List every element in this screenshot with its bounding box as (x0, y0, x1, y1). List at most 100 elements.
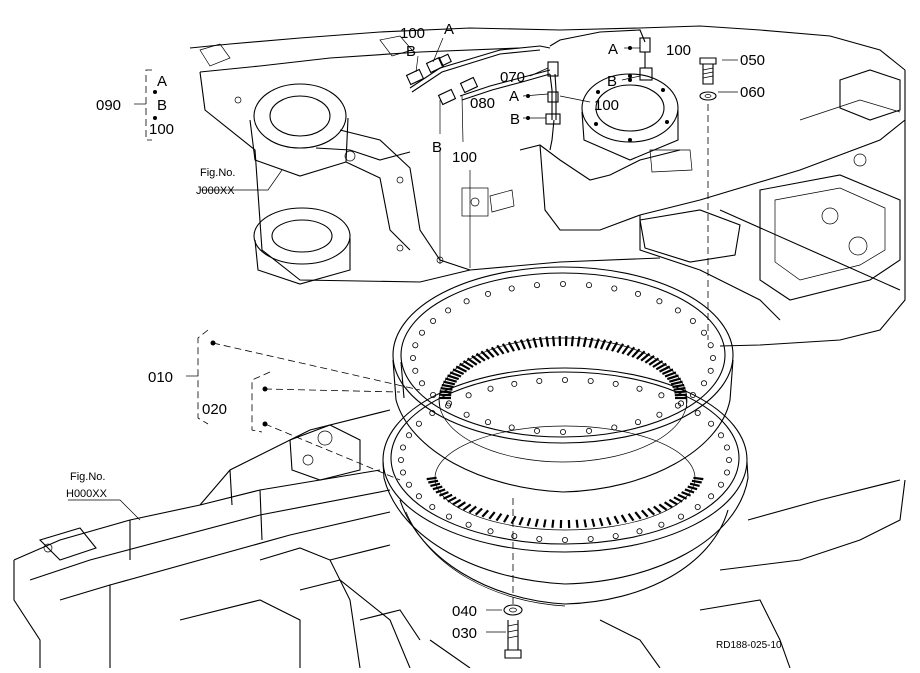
label-a-mid: A (509, 88, 519, 105)
label-100-090-group: 100 (149, 121, 174, 138)
washer-040 (504, 605, 522, 615)
bolt-hole (701, 381, 706, 386)
label-a-090-group: A (157, 73, 167, 90)
bolt-hole (509, 286, 514, 291)
bolt-hole (406, 433, 411, 438)
gear-tooth (520, 517, 523, 525)
bolt-hole (613, 381, 618, 386)
bolt-hole (464, 299, 469, 304)
label-b-right: B (607, 73, 617, 90)
label-030: 030 (452, 625, 477, 642)
gear-tooth (497, 514, 502, 521)
bolt-hole (659, 522, 664, 527)
bolt-hole (509, 425, 514, 430)
label-a-top-right: A (608, 41, 618, 58)
label-100-top-left: 100 (400, 25, 425, 42)
gear-tooth (607, 517, 610, 525)
bolt-hole (724, 445, 729, 450)
bolt-hole (613, 534, 618, 539)
gear-tooth (427, 478, 437, 479)
label-040: 040 (452, 603, 477, 620)
bolt-hole (398, 457, 403, 462)
gear-tooth (627, 347, 634, 355)
gear-tooth (528, 518, 531, 526)
gear-tooth (600, 518, 603, 526)
label-b-mid-left: B (432, 139, 442, 156)
bolt-hole (466, 393, 471, 398)
bolt-hole (534, 428, 539, 433)
bolt-hole (485, 291, 490, 296)
bolt-hole (659, 393, 664, 398)
bolt-hole (406, 482, 411, 487)
bolt-hole (695, 504, 700, 509)
gear-tooth (553, 336, 554, 346)
label-020: 020 (202, 401, 227, 418)
bolt-hole (466, 522, 471, 527)
gear-tooth (669, 500, 677, 505)
gear-tooth (463, 504, 470, 510)
gear-tooth (642, 510, 648, 516)
bolt-hole (562, 377, 567, 382)
fitting-100-left-b (407, 70, 424, 85)
bolt-hole (485, 420, 490, 425)
gear-tooth (688, 487, 697, 490)
bolt-hole (675, 308, 680, 313)
fitting-070 (546, 62, 560, 124)
label-060: 060 (740, 84, 765, 101)
gear-tooth (497, 345, 503, 354)
gear-tooth (512, 516, 516, 523)
bolt-hole (410, 355, 415, 360)
bolt-hole (695, 410, 700, 415)
bolt-hole (586, 283, 591, 288)
fig-ref-lower-label: Fig.No. (70, 471, 105, 483)
bolt-hole (562, 537, 567, 542)
gear-tooth (536, 519, 538, 527)
gear-tooth (482, 510, 488, 516)
gear-tooth (693, 478, 703, 479)
gear-tooth (552, 520, 553, 528)
bolt-hole (586, 428, 591, 433)
fig-ref-upper-label: Fig.No. (200, 167, 235, 179)
label-a-top-left: A (444, 21, 454, 38)
bolt-hole (488, 386, 493, 391)
bolt-hole (588, 536, 593, 541)
bolt-hole (464, 412, 469, 417)
bolt-hole (701, 330, 706, 335)
bolt-hole (708, 343, 713, 348)
bolt-050 (700, 58, 716, 84)
gear-tooth (433, 487, 442, 490)
gear-tooth (442, 385, 454, 387)
label-100-mid: 100 (452, 149, 477, 166)
part-labels: 100 A B B 100 080 070 A B 100 A 100 B 05… (66, 21, 782, 651)
bolt-hole (657, 299, 662, 304)
swing-bearing-010 (393, 267, 733, 492)
gear-tooth (635, 512, 640, 519)
gear-tooth (544, 519, 546, 527)
bolt-hole (657, 412, 662, 417)
gear-tooth (678, 495, 687, 499)
bolt-hole (637, 386, 642, 391)
gear-tooth (654, 507, 661, 513)
bolt-hole (416, 494, 421, 499)
gear-tooth (674, 497, 682, 501)
bolt-hole (488, 529, 493, 534)
label-080: 080 (470, 95, 495, 112)
gear-tooth (504, 515, 508, 522)
bolt-hole (588, 378, 593, 383)
gear-tooth (629, 514, 634, 521)
gear-tooth (458, 502, 466, 507)
gear-tooth (443, 495, 452, 499)
gear-tooth (665, 502, 673, 507)
label-b-top-left: B (406, 43, 416, 60)
bolt-hole (560, 429, 565, 434)
bolt-hole (710, 355, 715, 360)
bolt-hole (635, 291, 640, 296)
bolt-hole (690, 318, 695, 323)
bolt-hole (709, 421, 714, 426)
bolt-hole (446, 308, 451, 313)
bolt-hole (708, 368, 713, 373)
bolt-030 (505, 620, 521, 658)
bolt-hole (430, 504, 435, 509)
label-100-right-mid: 100 (594, 97, 619, 114)
bolt-hole (718, 482, 723, 487)
